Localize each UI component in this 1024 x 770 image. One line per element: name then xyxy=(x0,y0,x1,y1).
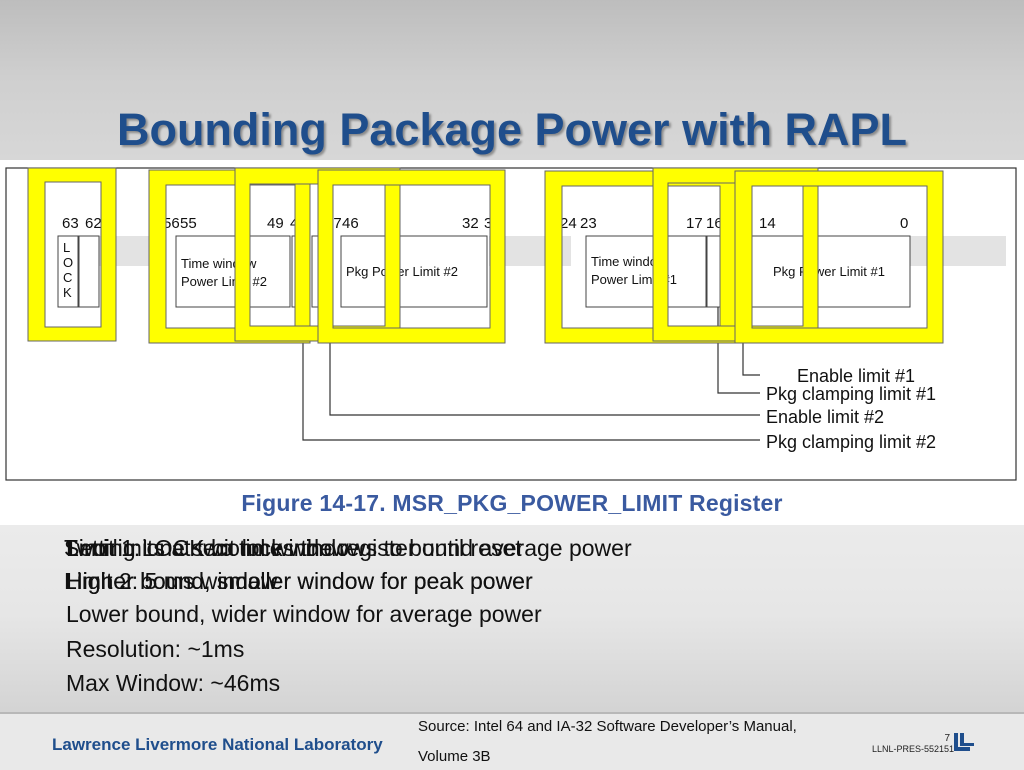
bit-label: 24 xyxy=(560,215,577,232)
bit-label: 32 xyxy=(462,215,479,232)
bit-label: 56 xyxy=(163,215,180,232)
pkg-power-limit-2-field xyxy=(340,235,488,308)
field-name-pkg-power-limit-1: Pkg Power Limit #1 xyxy=(773,264,885,279)
callout-pkg-clamping-limit-2: Pkg clamping limit #2 xyxy=(766,432,936,452)
callout-enable-limit-2: Enable limit #2 xyxy=(766,407,884,427)
slide-title: Bounding Package Power with RAPL xyxy=(116,104,908,155)
overlapping-bullet: Limit 1: one second window xyxy=(66,535,349,561)
highlight-boxes xyxy=(27,167,944,344)
bullet-item: Resolution: ~1ms xyxy=(66,636,245,662)
source-citation-line2: Volume 3B xyxy=(418,748,491,765)
lock-field xyxy=(57,235,79,308)
figure-caption: Figure 14-17. MSR_PKG_POWER_LIMIT Regist… xyxy=(241,490,783,516)
overlapping-bullet: Two limits at two time windows to bound … xyxy=(64,535,632,561)
bullet-item: Max Window: ~46ms xyxy=(66,670,281,696)
time-window-2-field xyxy=(175,235,291,308)
footer-bar xyxy=(0,712,1024,770)
bit-label: 63 xyxy=(62,215,79,232)
highlight-box xyxy=(27,167,117,342)
field-name-time-window-1-line1: Time window xyxy=(591,254,667,269)
overlapping-bullet: Higher bound, smaller window for peak po… xyxy=(66,568,533,594)
document-id: LLNL-PRES-552151 xyxy=(872,744,955,754)
highlight-box xyxy=(317,169,506,344)
lock-letter: C xyxy=(63,270,72,285)
figure-border xyxy=(5,167,1017,481)
bullet-item: Higher bound, smaller window for peak po… xyxy=(66,568,533,594)
bit-label: 17 xyxy=(686,215,703,232)
bit-label: 55 xyxy=(180,215,197,232)
callout-pkg-clamping-limit-1: Pkg clamping limit #1 xyxy=(766,384,936,404)
source-citation-line1: Source: Intel 64 and IA-32 Software Deve… xyxy=(418,718,797,735)
page-number: 7 xyxy=(944,733,950,744)
bullet-item: Lower bound, wider window for average po… xyxy=(66,601,542,627)
bit-label: 46 xyxy=(342,215,359,232)
bit-label: 16 xyxy=(706,215,723,232)
overlapping-bullet: Setting LOCK bit locks the register unti… xyxy=(64,535,522,561)
lock-letter: L xyxy=(63,240,70,255)
pkg-power-limit-1-field xyxy=(751,235,911,308)
field-name-pkg-power-limit-2: Pkg Power Limit #2 xyxy=(346,264,458,279)
bit-label: 14 xyxy=(759,215,776,232)
bit-label: 23 xyxy=(580,215,597,232)
lock-letter: K xyxy=(63,285,72,300)
lab-name: Lawrence Livermore National Laboratory xyxy=(52,735,383,754)
enable-limit-2-field xyxy=(78,235,100,308)
bit-label: 62 xyxy=(85,215,102,232)
bit-label: 0 xyxy=(900,215,908,232)
register-diagram: 63 62 56 55 49 48 47 46 32 31 24 23 17 1… xyxy=(5,167,1017,481)
highlight-box xyxy=(734,170,944,344)
callout-enable-limit-1: Enable limit #1 xyxy=(797,366,915,386)
time-window-1-field xyxy=(585,235,707,308)
llnl-logo-icon xyxy=(954,733,974,751)
lock-letter: O xyxy=(63,255,73,270)
field-name-time-window-2-line2: Power Limit #2 xyxy=(181,274,267,289)
bit-label: 49 xyxy=(267,215,284,232)
overlapping-bullet: Limit 2: 5 ms window xyxy=(64,568,278,594)
reserved-field xyxy=(910,236,1006,266)
